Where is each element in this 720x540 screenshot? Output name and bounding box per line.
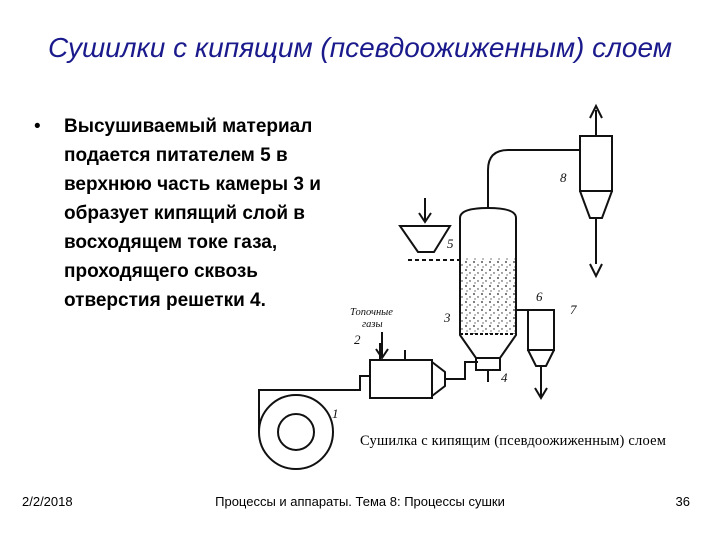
diagram-caption: Сушилка с кипящим (псевдоожиженным) слое… xyxy=(360,433,667,449)
bullet-symbol: • xyxy=(34,116,41,137)
gas-label-line1: Топочные xyxy=(350,307,393,318)
feeder-icon xyxy=(398,198,460,261)
label-heater: 2 xyxy=(354,332,361,347)
label-cyclone: 8 xyxy=(560,170,567,185)
fan-icon xyxy=(258,389,350,470)
footer-title: Процессы и аппараты. Тема 8: Процессы су… xyxy=(215,494,505,509)
label-grid: 4 xyxy=(501,370,508,385)
bunker-icon xyxy=(516,309,555,400)
page-number: 36 xyxy=(675,494,690,509)
slide-title: Сушилки с кипящим (псевдоожиженным) слое… xyxy=(48,32,672,63)
cyclone-icon xyxy=(579,103,613,279)
label-bunker: 7 xyxy=(570,302,577,317)
heater-icon xyxy=(369,343,478,399)
label-feeder: 5 xyxy=(447,236,454,251)
label-fan: 1 xyxy=(332,406,339,421)
bullet-paragraph: • Высушиваемый материал подается питател… xyxy=(34,112,354,315)
chamber-icon xyxy=(459,206,517,382)
footer-date: 2/2/2018 xyxy=(22,494,73,509)
gas-label-line2: газы xyxy=(362,319,383,330)
bullet-text: Высушиваемый материал подается питателем… xyxy=(64,116,321,311)
label-chamber: 3 xyxy=(443,310,451,325)
label-outlet: 6 xyxy=(536,289,543,304)
dryer-diagram: 1 2 3 4 5 6 7 8 Топочные газы xyxy=(258,103,613,470)
